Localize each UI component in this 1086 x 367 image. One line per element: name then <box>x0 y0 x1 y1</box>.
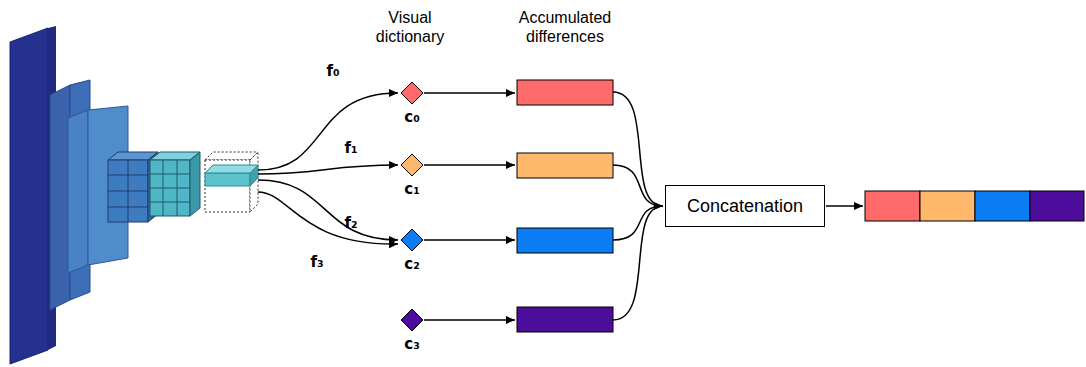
column-heading: Visual dictionary <box>362 8 458 46</box>
dictionary-codeword: c₀ <box>392 81 432 129</box>
dictionary-codeword: c₃ <box>392 308 432 356</box>
box-label: Concatenation <box>687 196 803 217</box>
codeword-diamond <box>400 81 424 105</box>
feature-slice <box>205 152 258 212</box>
conv-layer <box>50 85 70 310</box>
codeword-label: c₂ <box>392 255 432 273</box>
flow-arrows <box>424 92 863 320</box>
codeword-diamond <box>400 308 424 332</box>
codeword-label: c₀ <box>392 108 432 126</box>
feature-label: f₁ <box>336 139 366 158</box>
input-plane <box>10 28 48 364</box>
assignment-curves <box>258 93 398 244</box>
feature-label: f₃ <box>302 253 332 272</box>
feature-label: f₀ <box>318 62 348 81</box>
process-box: Concatenation <box>665 185 825 227</box>
dictionary-codeword: c₁ <box>392 153 432 201</box>
feature-cube <box>150 152 200 216</box>
codeword-label: c₃ <box>392 335 432 353</box>
difference-vectors <box>517 80 613 332</box>
codeword-diamond <box>400 153 424 177</box>
dictionary-codeword: c₂ <box>392 228 432 276</box>
conv-layer <box>68 110 88 273</box>
codeword-label: c₁ <box>392 180 432 198</box>
column-heading: Accumulated differences <box>505 8 625 46</box>
codeword-diamond <box>400 228 424 252</box>
feature-label: f₂ <box>336 214 366 233</box>
output-vector <box>865 191 1084 221</box>
